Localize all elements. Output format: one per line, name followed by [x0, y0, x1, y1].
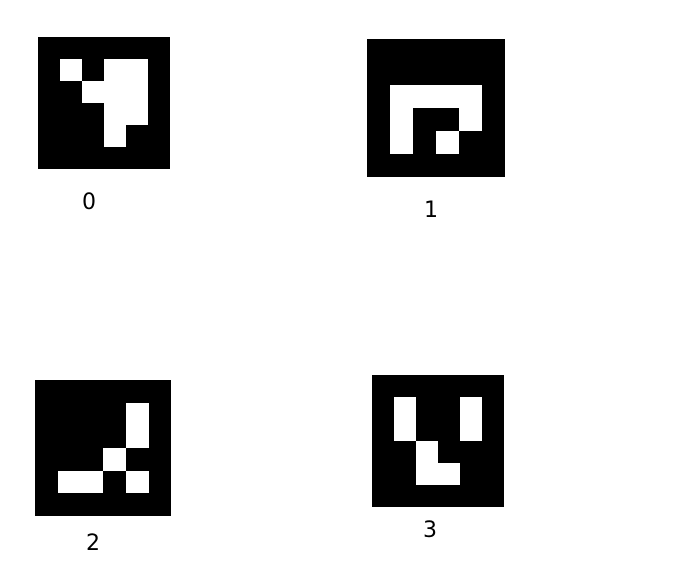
marker-3-white-cell: [416, 441, 438, 463]
marker-2-white-cell: [126, 471, 149, 493]
marker-2-white-cell: [103, 448, 126, 471]
marker-1-white-cell: [459, 108, 482, 131]
marker-1-white-cell: [390, 108, 413, 154]
marker-0-white-cell: [60, 59, 82, 81]
marker-3-label: 3: [423, 518, 437, 543]
marker-0: [38, 37, 170, 169]
marker-0-white-cell: [126, 103, 148, 125]
marker-2-white-cell: [58, 471, 103, 493]
marker-0-label: 0: [82, 190, 96, 215]
marker-2-label: 2: [86, 531, 100, 556]
marker-3-white-cell: [416, 463, 460, 485]
marker-0-white-cell: [82, 81, 104, 103]
marker-1: [367, 39, 505, 177]
marker-3-white-cell: [394, 397, 416, 441]
marker-1-white-cell: [436, 131, 459, 154]
marker-3: [372, 375, 504, 507]
marker-3-white-cell: [460, 397, 482, 441]
marker-0-white-cell: [104, 59, 148, 103]
marker-2: [35, 380, 171, 516]
marker-1-white-cell: [390, 85, 482, 108]
marker-1-label: 1: [424, 198, 438, 223]
marker-0-white-cell: [104, 103, 126, 147]
marker-2-white-cell: [126, 403, 149, 448]
